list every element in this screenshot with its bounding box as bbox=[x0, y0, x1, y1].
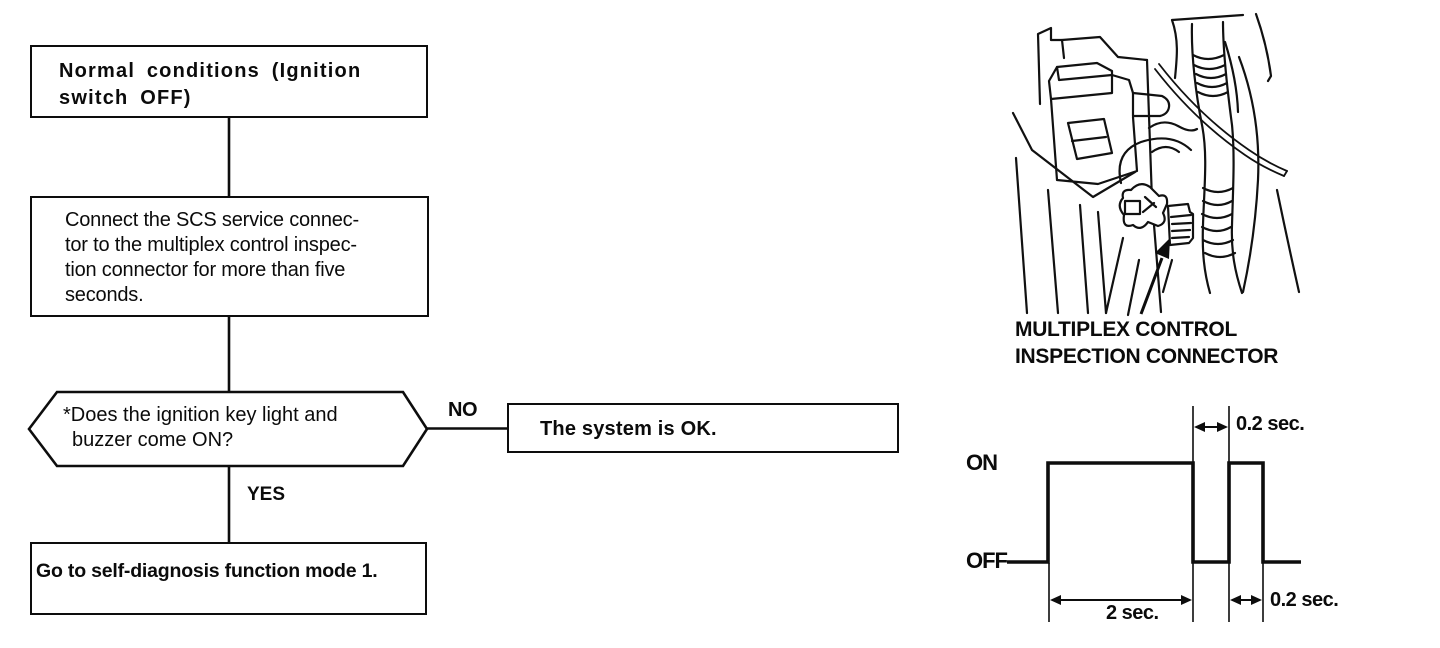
flow-box-start: Normal conditions (Ignition switch OFF) bbox=[30, 45, 428, 118]
illustration-caption: MULTIPLEX CONTROL INSPECTION CONNECTOR bbox=[1015, 318, 1279, 368]
decision-hexagon bbox=[27, 390, 429, 468]
timing-on-label: ON bbox=[966, 450, 998, 475]
timing-gap-duration-label: 0.2 sec. bbox=[1236, 413, 1305, 435]
timing-waveform bbox=[1007, 406, 1301, 622]
timing-off-label: OFF bbox=[966, 548, 1008, 573]
branch-label-no: NO bbox=[448, 399, 478, 421]
timing-pulse2-duration-label: 0.2 sec. bbox=[1270, 589, 1339, 611]
flow-box-self-diagnosis: Go to self-diagnosis function mode 1. bbox=[30, 542, 427, 615]
timing-guide-lines bbox=[1048, 406, 1264, 622]
flowchart-connectors bbox=[227, 117, 509, 544]
timing-pulse1-duration-label: 2 sec. bbox=[1106, 602, 1159, 624]
waveform-trace bbox=[1007, 461, 1301, 564]
service-connector bbox=[1118, 183, 1169, 229]
branch-label-yes: YES bbox=[247, 484, 286, 505]
flow-box-system-ok: The system is OK. bbox=[507, 403, 899, 453]
flow-box-step: Connect the SCS service connec- tor to t… bbox=[30, 196, 429, 317]
connector-illustration bbox=[1011, 12, 1301, 317]
callout-arrow bbox=[1139, 238, 1170, 315]
dimension-arrowheads bbox=[1050, 422, 1262, 605]
decision-text: *Does the ignition key light and buzzer … bbox=[63, 404, 338, 451]
